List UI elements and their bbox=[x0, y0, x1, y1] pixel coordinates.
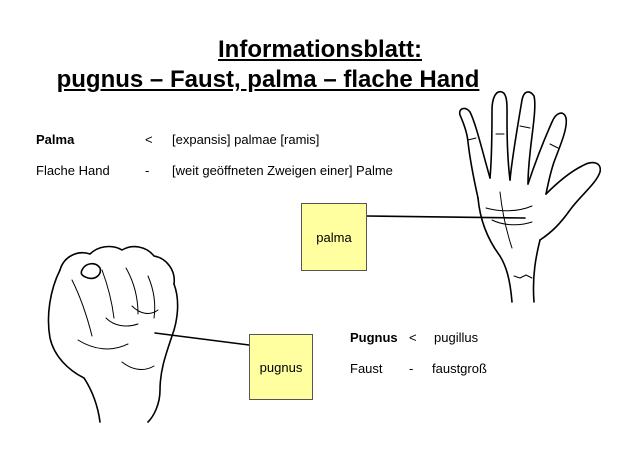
palma-origin: [expansis] palmae [ramis] bbox=[172, 132, 320, 147]
palma-term: Palma bbox=[36, 132, 75, 147]
pugnus-label-box: pugnus bbox=[249, 334, 313, 400]
palma-explanation: [weit geöffneten Zweigen einer] Palme bbox=[172, 163, 393, 178]
palma-sep-lt: < bbox=[145, 132, 153, 147]
pugnus-origin: pugillus bbox=[434, 330, 479, 345]
pugnus-meaning: Faust bbox=[350, 361, 383, 376]
palma-label-box: palma bbox=[301, 203, 367, 271]
title-line-2: pugnus – Faust, palma – flache Hand bbox=[56, 66, 480, 93]
pugnus-sep-lt: < bbox=[409, 330, 417, 345]
pugnus-sep-dash: - bbox=[409, 361, 414, 376]
palma-sep-dash: - bbox=[145, 163, 150, 178]
fist-icon bbox=[47, 245, 179, 423]
pugnus-leader-line bbox=[154, 332, 250, 346]
title-line-1: Informationsblatt: bbox=[218, 36, 422, 63]
palma-label: palma bbox=[316, 229, 352, 245]
pugnus-term: Pugnus bbox=[350, 330, 398, 345]
pugnus-explanation: faustgroß bbox=[432, 361, 487, 376]
palma-leader-line bbox=[365, 215, 526, 219]
open-hand-icon bbox=[458, 90, 602, 303]
pugnus-label: pugnus bbox=[259, 359, 303, 375]
palma-meaning: Flache Hand bbox=[36, 163, 110, 178]
